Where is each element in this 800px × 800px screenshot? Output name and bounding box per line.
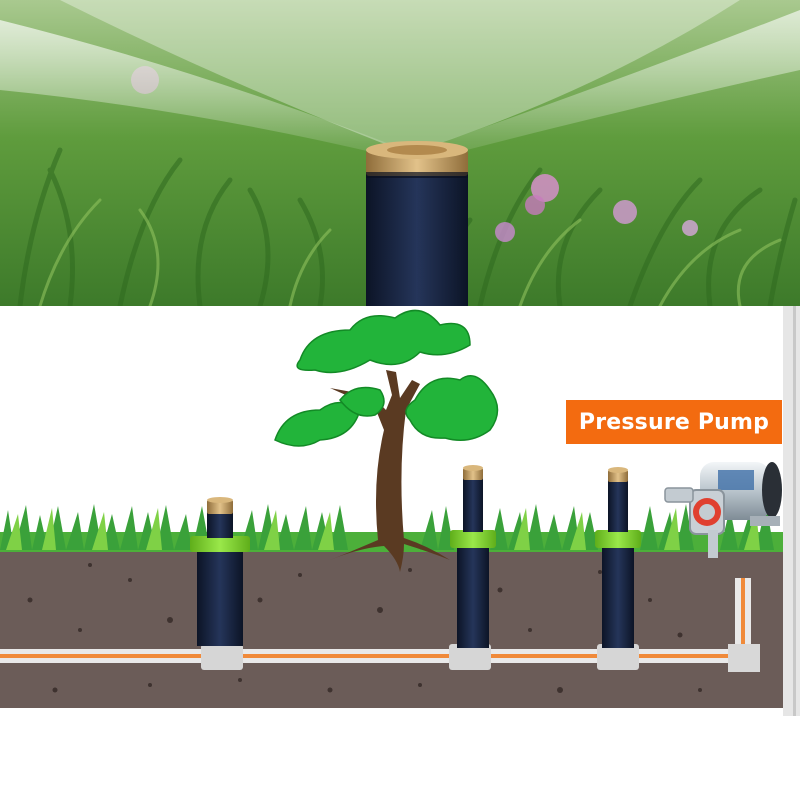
pump-icon [664, 462, 782, 558]
sprinkler-icon [595, 467, 641, 648]
water-spray [0, 0, 800, 162]
pipe-icon [0, 578, 760, 672]
sprinkler-icon [366, 141, 468, 306]
pressure-pump-label: Pressure Pump [566, 400, 782, 444]
top-photo [0, 0, 800, 309]
tree-icon [274, 309, 499, 572]
sprinkler-icon [190, 497, 250, 646]
diagram [0, 306, 800, 800]
sprinkler-icon [450, 465, 496, 648]
soil [0, 548, 783, 708]
